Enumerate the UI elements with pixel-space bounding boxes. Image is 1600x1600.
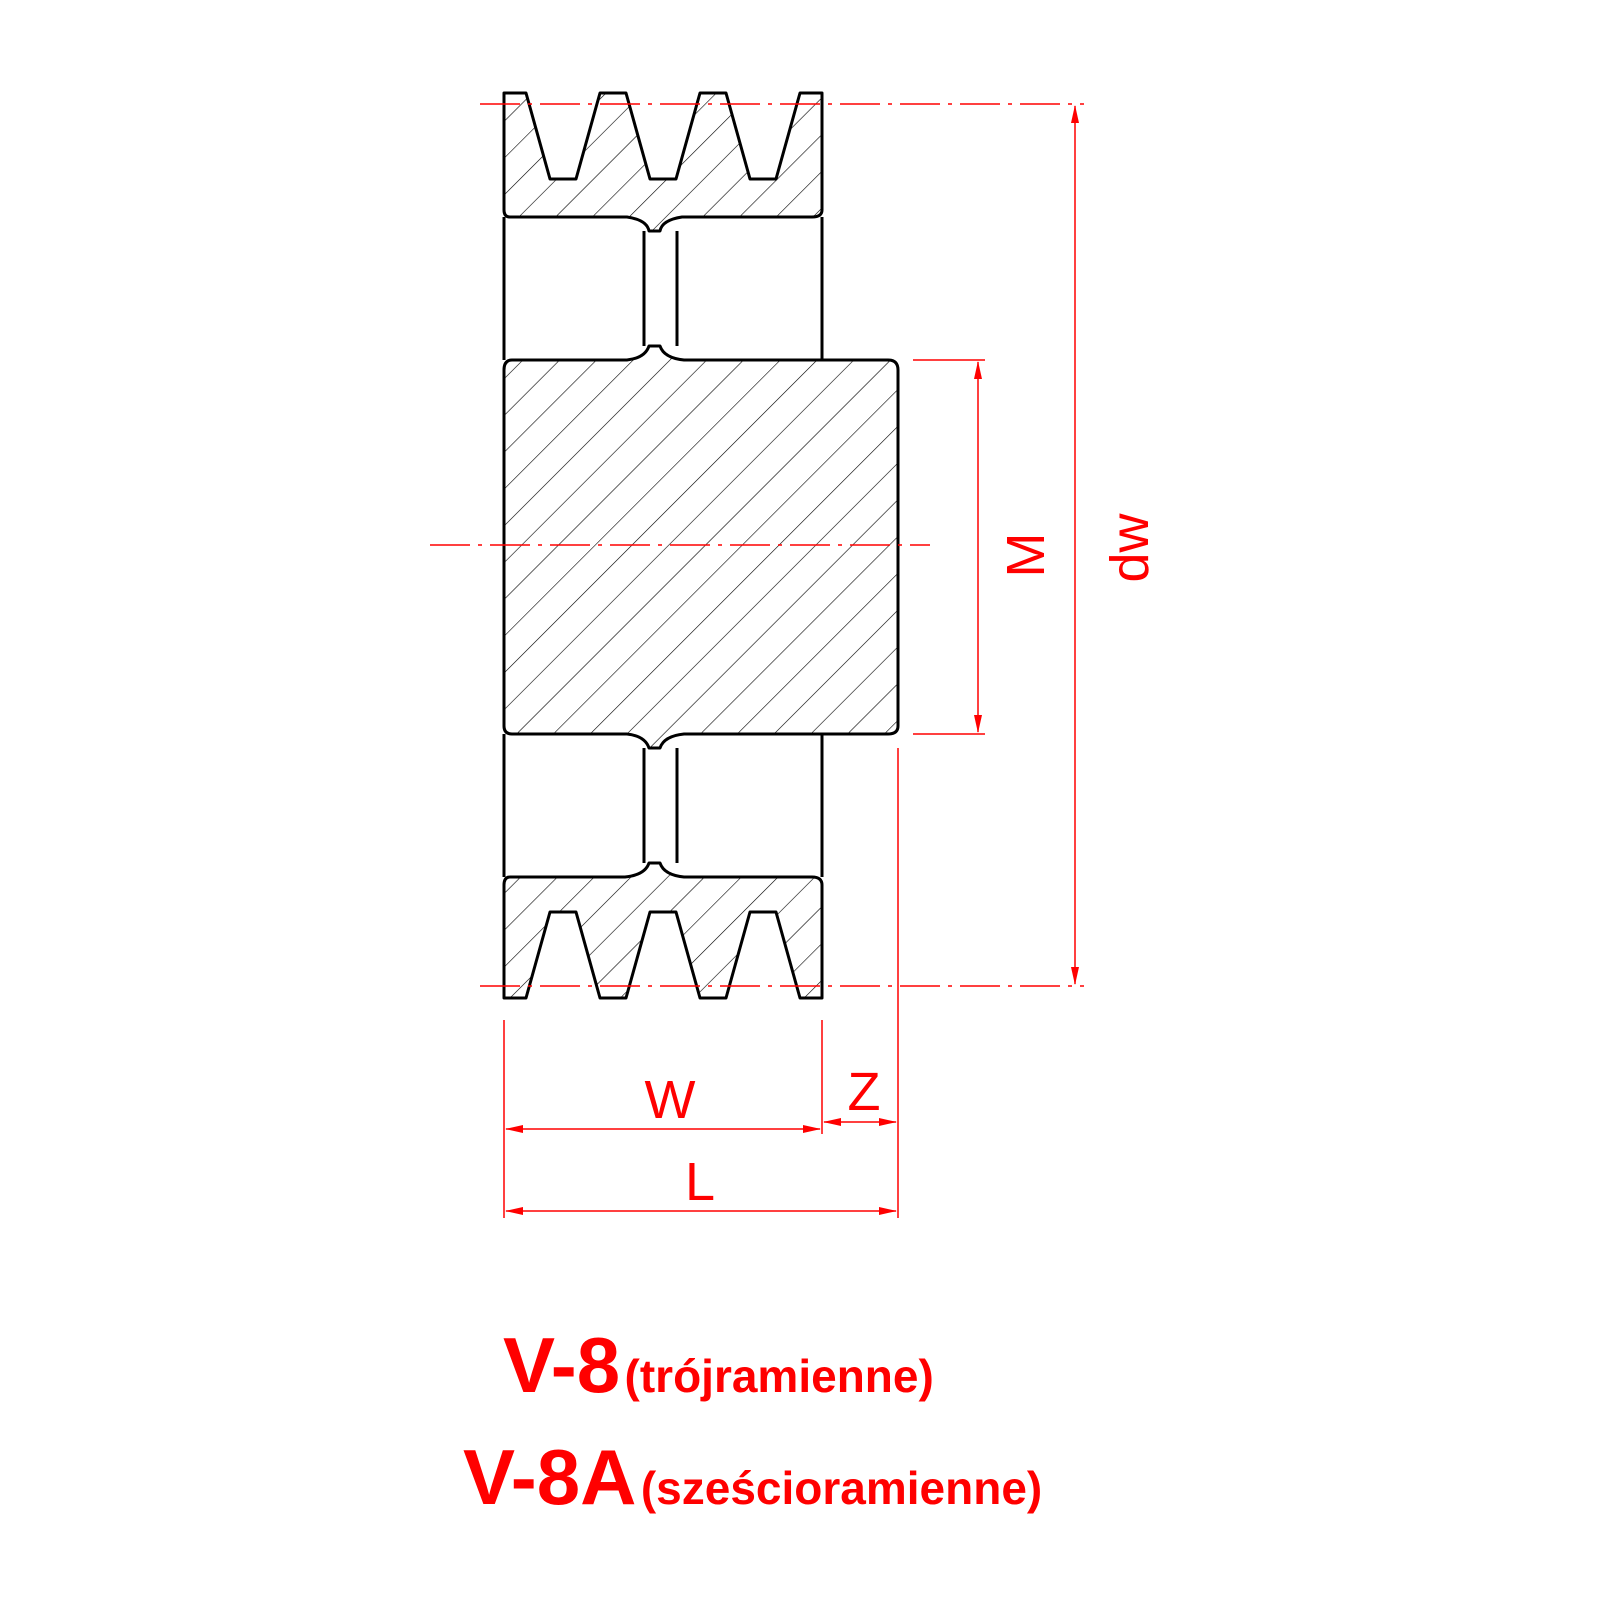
caption-v8a-code: V-8A [463,1433,637,1521]
extension-lines [503,748,899,1218]
web [642,231,679,863]
hub [502,344,900,750]
caption-v8: V-8 (trójramienne) [503,1320,934,1411]
lower-rim [502,861,824,1000]
caption-v8-code: V-8 [503,1321,621,1409]
caption-v8-description: (trójramienne) [624,1350,934,1402]
caption-v8a: V-8A (sześcioramienne) [463,1432,1042,1523]
z-label: Z [848,1062,881,1122]
caption-v8a-description: (sześcioramienne) [640,1462,1043,1514]
upper-rim [502,91,824,233]
w-label: W [645,1070,696,1130]
l-label: L [685,1152,715,1212]
dw-label: dw [1100,512,1160,582]
side-walls [502,217,824,877]
m-label: M [996,533,1056,578]
